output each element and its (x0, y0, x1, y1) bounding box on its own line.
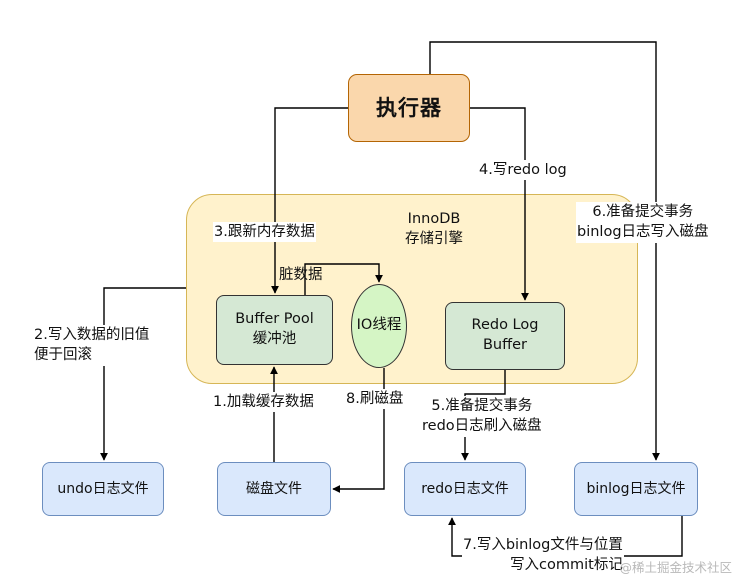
step7-line1: 7.写入binlog文件与位置 (463, 537, 623, 553)
step7-line2: 写入commit标记 (510, 557, 623, 574)
step6-label: 6.准备提交事务 binlog日志写入磁盘 (576, 202, 710, 243)
arrow-step2-undo (100, 287, 186, 461)
engine-title: InnoDB 存储引擎 (404, 209, 464, 250)
buffer-pool-title: Buffer Pool (235, 311, 314, 328)
buffer-pool-node: Buffer Pool 缓冲池 (216, 295, 333, 365)
step6-line2: binlog日志写入磁盘 (577, 224, 709, 241)
step2-line2: 便于回滚 (34, 347, 92, 364)
arrow-step6-binlog (429, 41, 660, 461)
step5-line2: redo日志刷入磁盘 (422, 418, 542, 435)
disk-file-node: 磁盘文件 (217, 462, 331, 516)
step1-label: 1.加载缓存数据 (212, 392, 315, 413)
step3-label: 3.跟新内存数据 (213, 222, 316, 243)
io-thread-node: IO线程 (351, 284, 407, 368)
io-thread-label: IO线程 (356, 317, 402, 334)
redo-buffer-title: Redo Log (471, 317, 539, 334)
step2-line1: 2.写入数据的旧值 (34, 327, 150, 343)
executor-node: 执行器 (348, 74, 470, 142)
buffer-pool-subtitle: 缓冲池 (252, 331, 297, 347)
disk-file-label: 磁盘文件 (246, 480, 302, 497)
watermark: @稀土掘金技术社区 (619, 560, 732, 575)
step4-label: 4.写redo log (478, 160, 568, 181)
redo-log-buffer-node: Redo Log Buffer (445, 302, 565, 370)
redo-file-label: redo日志文件 (421, 480, 509, 497)
undo-file-label: undo日志文件 (57, 480, 149, 497)
redo-log-file-node: redo日志文件 (404, 462, 526, 516)
step8-label: 8.刷磁盘 (345, 389, 405, 410)
arrow-step8-flush-disk (332, 368, 385, 493)
binlog-file-node: binlog日志文件 (574, 462, 698, 516)
dirty-data-label: 脏数据 (279, 267, 323, 283)
engine-subtitle: 存储引擎 (405, 231, 463, 248)
arrow-step4-write-redo-log (470, 107, 529, 301)
step5-label: 5.准备提交事务 redo日志刷入磁盘 (421, 396, 543, 437)
redo-buffer-subtitle: Buffer (482, 337, 527, 353)
step5-line1: 5.准备提交事务 (431, 398, 533, 414)
step2-label: 2.写入数据的旧值 便于回滚 (33, 325, 151, 366)
undo-log-file-node: undo日志文件 (42, 462, 164, 516)
binlog-file-label: binlog日志文件 (586, 480, 686, 497)
step7-label: 7.写入binlog文件与位置 写入commit标记 (462, 535, 624, 576)
arrow-dirty-data (304, 263, 383, 295)
engine-name: InnoDB (407, 211, 461, 227)
step6-line1: 6.准备提交事务 (592, 204, 694, 220)
executor-label: 执行器 (376, 95, 442, 120)
